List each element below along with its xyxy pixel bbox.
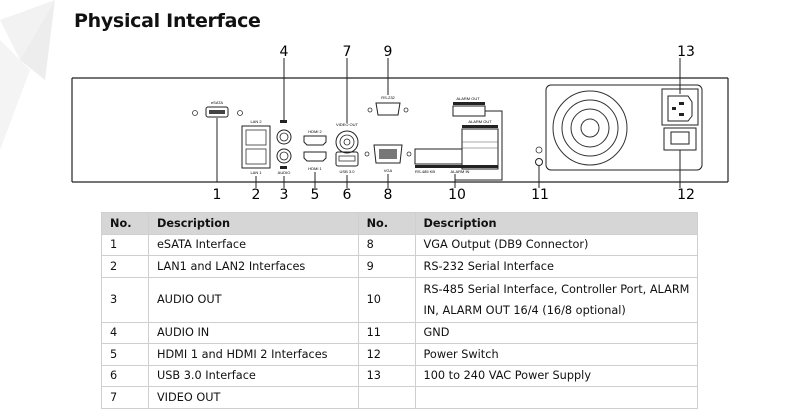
header-description-left: Description bbox=[147, 212, 359, 235]
svg-text:HDMI 2: HDMI 2 bbox=[308, 129, 322, 134]
cell-no: 13 bbox=[357, 364, 416, 387]
cell-no: 7 bbox=[101, 386, 149, 409]
lan-ports: LAN 2 LAN 1 bbox=[241, 119, 271, 188]
svg-text:LAN 2: LAN 2 bbox=[250, 119, 262, 124]
audio-ports: AUDIO bbox=[276, 58, 292, 188]
cell-no: 2 bbox=[101, 255, 149, 278]
cell-no: 11 bbox=[357, 321, 416, 344]
cell-description: VGA Output (DB9 Connector) bbox=[414, 233, 699, 256]
watermark-logo bbox=[0, 0, 55, 150]
cell-description: AUDIO OUT bbox=[147, 276, 359, 323]
cell-no bbox=[357, 386, 416, 409]
header-no-right: No. bbox=[357, 212, 416, 235]
svg-text:RS-485 KB: RS-485 KB bbox=[415, 169, 435, 174]
cell-description bbox=[414, 386, 699, 409]
table-row: 4 AUDIO IN 11 GND bbox=[101, 321, 699, 344]
cell-no: 5 bbox=[101, 343, 149, 366]
cell-description: Power Switch bbox=[414, 343, 699, 366]
table-row: 1 eSATA Interface 8 VGA Output (DB9 Conn… bbox=[101, 233, 699, 256]
rear-panel-drawing: eSATA LAN 2 LAN 1 AUDIO HDMI 2 bbox=[71, 58, 729, 188]
svg-text:HDMI 1: HDMI 1 bbox=[308, 166, 322, 171]
callout-7: 7 bbox=[342, 44, 352, 60]
callout-6: 6 bbox=[342, 187, 352, 203]
cell-no: 1 bbox=[101, 233, 149, 256]
vga-port: VGA bbox=[364, 144, 412, 188]
callout-8: 8 bbox=[383, 187, 393, 203]
svg-text:eSATA: eSATA bbox=[211, 100, 223, 105]
cell-description: RS-232 Serial Interface bbox=[414, 255, 699, 278]
callout-12: 12 bbox=[677, 187, 695, 203]
svg-text:AUDIO: AUDIO bbox=[278, 170, 291, 175]
header-no-left: No. bbox=[101, 212, 149, 235]
cell-no: 8 bbox=[357, 233, 416, 256]
svg-text:ALARM OUT: ALARM OUT bbox=[456, 96, 480, 101]
svg-text:LAN 1: LAN 1 bbox=[250, 170, 262, 175]
callout-4: 4 bbox=[279, 44, 289, 60]
header-description-right: Description bbox=[414, 212, 699, 235]
svg-text:RS-232: RS-232 bbox=[381, 95, 395, 100]
cell-description: USB 3.0 Interface bbox=[147, 364, 359, 387]
gnd-terminal bbox=[535, 146, 543, 188]
cell-no: 3 bbox=[101, 276, 149, 323]
hdmi-ports: HDMI 2 HDMI 1 bbox=[303, 129, 327, 188]
callout-10: 10 bbox=[448, 187, 466, 203]
table-row: 7 VIDEO OUT bbox=[101, 386, 699, 409]
cell-description: eSATA Interface bbox=[147, 233, 359, 256]
cell-description: HDMI 1 and HDMI 2 Interfaces bbox=[147, 343, 359, 366]
power-supply-module bbox=[545, 58, 703, 188]
svg-text:USB 3.0: USB 3.0 bbox=[340, 169, 356, 174]
svg-text:ALARM OUT: ALARM OUT bbox=[468, 119, 492, 124]
cell-no: 9 bbox=[357, 255, 416, 278]
cell-description: LAN1 and LAN2 Interfaces bbox=[147, 255, 359, 278]
alarm-terminal-blocks: ALARM OUT ALARM OUT RS-485 KB ALARM IN bbox=[414, 96, 503, 188]
callout-11: 11 bbox=[531, 187, 549, 203]
svg-text:ALARM IN: ALARM IN bbox=[451, 169, 470, 174]
svg-text:VGA: VGA bbox=[384, 168, 393, 173]
usb-port: USB 3.0 bbox=[335, 151, 359, 188]
cell-no: 12 bbox=[357, 343, 416, 366]
page-title: Physical Interface bbox=[74, 10, 261, 32]
callout-3: 3 bbox=[279, 187, 289, 203]
callout-9: 9 bbox=[383, 44, 393, 60]
svg-text:VIDEO OUT: VIDEO OUT bbox=[336, 122, 359, 127]
rear-panel-diagram: eSATA LAN 2 LAN 1 AUDIO HDMI 2 bbox=[60, 44, 740, 208]
table-header-row: No. Description No. Description bbox=[101, 212, 699, 235]
cell-description: RS-485 Serial Interface, Controller Port… bbox=[414, 276, 699, 323]
rs232-port: RS-232 bbox=[367, 58, 409, 116]
cell-description: 100 to 240 VAC Power Supply bbox=[414, 364, 699, 387]
cell-no: 4 bbox=[101, 321, 149, 344]
callout-2: 2 bbox=[251, 187, 261, 203]
callout-1: 1 bbox=[212, 187, 222, 203]
callout-13: 13 bbox=[677, 44, 695, 60]
table-row: 6 USB 3.0 Interface 13 100 to 240 VAC Po… bbox=[101, 364, 699, 387]
table-row: 5 HDMI 1 and HDMI 2 Interfaces 12 Power … bbox=[101, 343, 699, 366]
cell-no: 6 bbox=[101, 364, 149, 387]
video-out-port: VIDEO OUT bbox=[335, 58, 359, 154]
cell-description: AUDIO IN bbox=[147, 321, 359, 344]
callout-5: 5 bbox=[310, 187, 320, 203]
cell-description: VIDEO OUT bbox=[147, 386, 359, 409]
esata-port: eSATA bbox=[192, 100, 243, 182]
interface-table: No. Description No. Description 1 eSATA … bbox=[101, 212, 699, 409]
cell-no: 10 bbox=[357, 276, 416, 323]
table-row: 2 LAN1 and LAN2 Interfaces 9 RS-232 Seri… bbox=[101, 255, 699, 278]
table-row: 3 AUDIO OUT 10 RS-485 Serial Interface, … bbox=[101, 276, 699, 323]
cell-description: GND bbox=[414, 321, 699, 344]
